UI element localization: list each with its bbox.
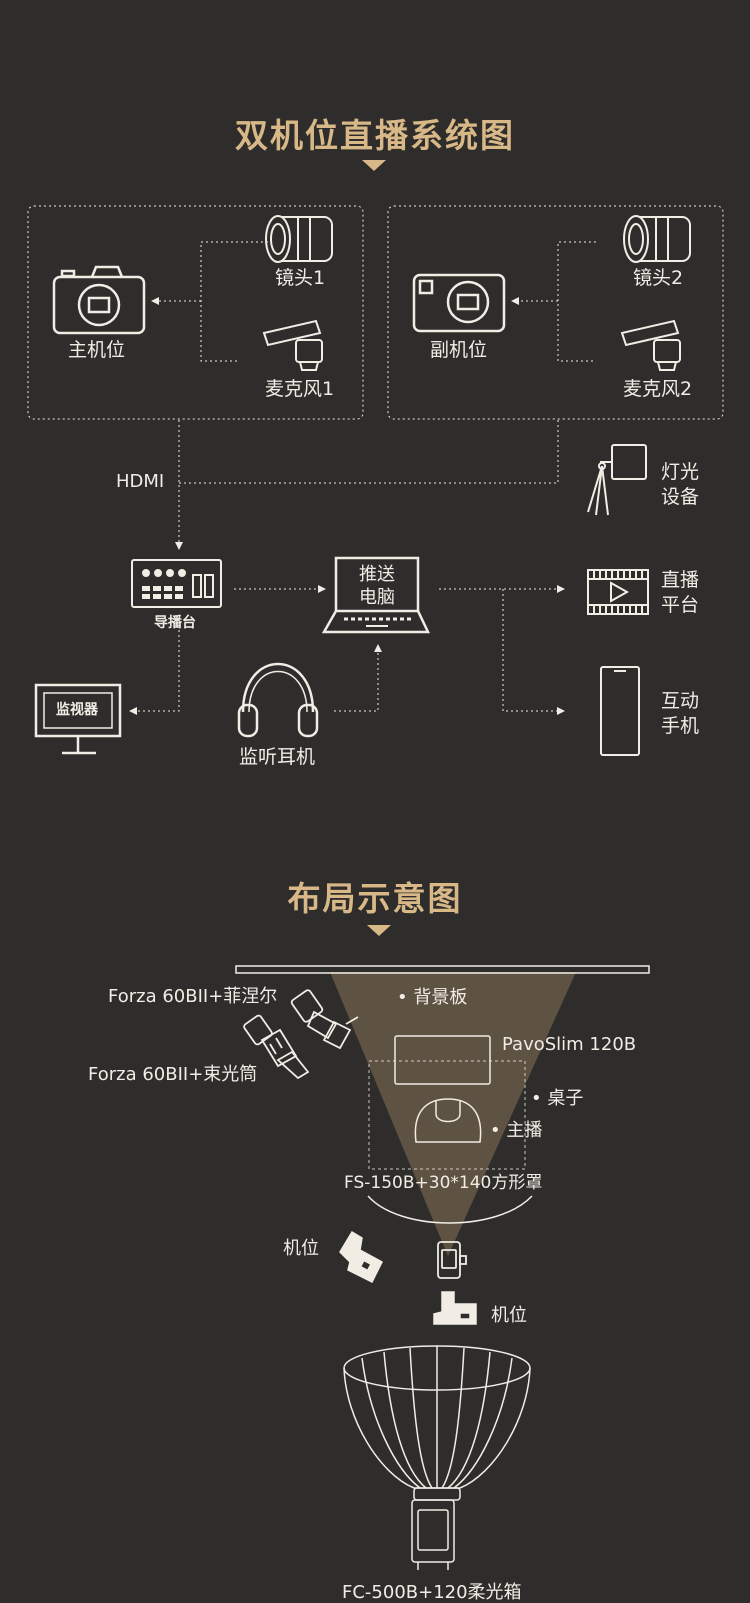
light-stand-icon bbox=[587, 444, 647, 516]
lens1-icon bbox=[265, 215, 333, 263]
pavoslim-label: PavoSlim 120B bbox=[502, 1034, 637, 1055]
host-label: • 主播 bbox=[490, 1120, 543, 1141]
mic1-icon bbox=[262, 319, 323, 371]
camera-position-right-label: 机位 bbox=[491, 1305, 527, 1326]
phone-label-2: 手机 bbox=[661, 715, 700, 737]
second-camera-label: 副机位 bbox=[430, 339, 488, 361]
phone-label-1: 互动 bbox=[661, 690, 700, 712]
light-equipment-label-1: 灯光 bbox=[661, 461, 700, 483]
table-outline bbox=[368, 1060, 526, 1170]
headphones-icon bbox=[237, 662, 319, 738]
connector-switcher-monitor bbox=[129, 630, 180, 715]
snoot-light-label: Forza 60BII+束光筒 bbox=[88, 1064, 258, 1085]
mic1-label: 麦克风1 bbox=[265, 378, 335, 400]
layout-diagram-title: 布局示意图 bbox=[287, 879, 463, 918]
switcher-label: 导播台 bbox=[154, 615, 196, 631]
connector-lens2-camera bbox=[513, 241, 596, 362]
connector-headphones-pc bbox=[334, 644, 382, 712]
main-camera-group-box bbox=[27, 205, 364, 420]
camera-position-right-icon bbox=[433, 1291, 477, 1325]
hdmi-label: HDMI bbox=[116, 471, 165, 492]
monitor-icon bbox=[34, 683, 122, 755]
live-platform-label-2: 平台 bbox=[661, 594, 700, 616]
monitor-label: 监视器 bbox=[56, 702, 98, 718]
dome-softbox-icon bbox=[343, 1345, 531, 1570]
second-camera-icon bbox=[412, 273, 506, 333]
switcher-icon bbox=[131, 559, 222, 608]
light-beam bbox=[330, 972, 576, 1256]
main-camera-icon bbox=[52, 265, 146, 335]
connector-lens1-camera bbox=[153, 241, 268, 362]
fs150b-light-icon bbox=[437, 1241, 467, 1279]
camera-position-left-icon bbox=[339, 1230, 383, 1284]
pc-label-1: 推送 bbox=[359, 564, 395, 585]
host-figure bbox=[414, 1098, 482, 1143]
mic2-icon bbox=[620, 319, 681, 371]
light-equipment-label-2: 设备 bbox=[661, 486, 700, 508]
hdmi-line-second bbox=[179, 420, 559, 484]
square-softbox-arc bbox=[367, 1195, 533, 1224]
pc-label-2: 电脑 bbox=[359, 587, 395, 608]
backdrop-bar bbox=[235, 965, 650, 974]
headphones-label: 监听耳机 bbox=[239, 746, 316, 768]
dome-softbox-label: FC-500B+120柔光箱 bbox=[342, 1582, 522, 1603]
connector-pc-phone bbox=[502, 589, 565, 715]
snoot-light-icon bbox=[243, 1014, 310, 1080]
lens2-icon bbox=[623, 215, 691, 263]
live-platform-icon bbox=[587, 569, 649, 615]
second-camera-group-box bbox=[387, 205, 724, 420]
fresnel-light-label: Forza 60BII+菲涅尔 bbox=[108, 986, 278, 1007]
camera-position-left-label: 机位 bbox=[283, 1238, 319, 1259]
lens2-label: 镜头2 bbox=[633, 267, 684, 289]
main-camera-label: 主机位 bbox=[68, 339, 126, 361]
square-softbox-label: FS-150B+30*140方形罩 bbox=[344, 1173, 543, 1193]
pavoslim-panel bbox=[394, 1035, 491, 1085]
phone-icon bbox=[600, 666, 640, 756]
title-arrow-1 bbox=[362, 160, 386, 171]
fresnel-light-icon bbox=[290, 989, 359, 1050]
live-platform-label-1: 直播 bbox=[661, 569, 700, 591]
title-arrow-2 bbox=[367, 925, 391, 936]
backdrop-label: • 背景板 bbox=[397, 987, 468, 1008]
lens1-label: 镜头1 bbox=[275, 267, 326, 289]
system-diagram-title: 双机位直播系统图 bbox=[235, 116, 515, 155]
laptop-icon bbox=[321, 556, 430, 634]
mic2-label: 麦克风2 bbox=[623, 378, 693, 400]
table-label: • 桌子 bbox=[531, 1088, 584, 1109]
